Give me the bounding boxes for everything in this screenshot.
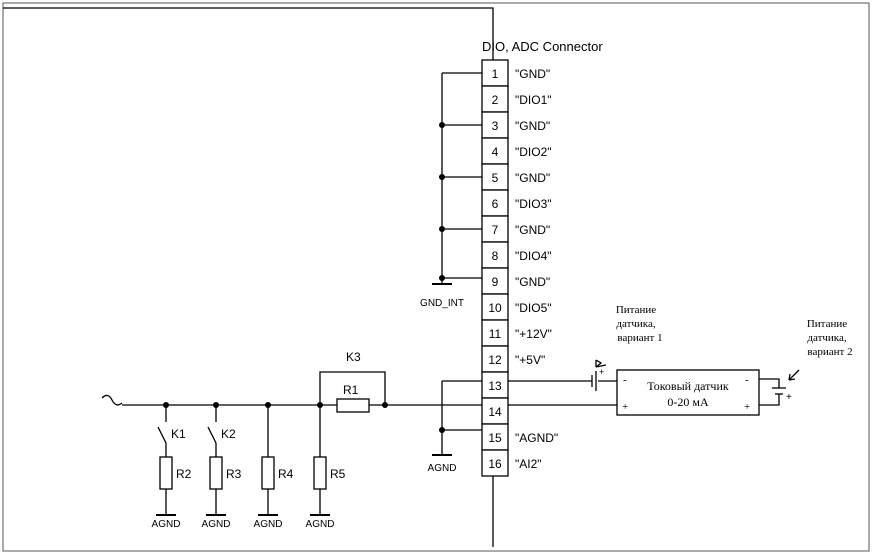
k2-label: K2 <box>221 427 236 441</box>
junction-dot <box>439 122 445 128</box>
pin-box-3 <box>481 111 509 139</box>
pin-number-16: 16 <box>488 457 502 471</box>
gnd-int-bus <box>432 72 482 285</box>
pin-label-6: "DIO3" <box>515 197 552 211</box>
junction-dot <box>439 226 445 232</box>
r1-k3 <box>319 371 386 413</box>
supply1-line3: вариант 1 <box>617 332 662 344</box>
pin-number-3: 3 <box>492 119 499 133</box>
signal-line <box>101 394 482 408</box>
agnd-label-r3: AGND <box>202 519 231 530</box>
pin-label-1: "GND" <box>515 67 550 81</box>
sensor-box <box>616 369 760 416</box>
pin-label-4: "DIO2" <box>515 145 552 159</box>
sensor-plus-left: + <box>622 401 628 413</box>
pin-number-2: 2 <box>492 93 499 107</box>
sensor-minus-right: - <box>745 374 749 386</box>
r2-label: R2 <box>176 467 192 481</box>
board-outline <box>3 7 494 547</box>
agnd-label-r2: AGND <box>152 519 181 530</box>
pin-label-10: "DIO5" <box>515 301 552 315</box>
pin-number-6: 6 <box>492 197 499 211</box>
branch-r5 <box>310 405 330 516</box>
r1-label: R1 <box>343 383 359 397</box>
connector-title: DIO, ADC Connector <box>482 39 603 54</box>
connector: 1 "GND" 2 "DIO1" 3 "GND" 4 "DIO2" 5 "GND… <box>481 59 558 477</box>
k1-label: K1 <box>171 427 186 441</box>
switch-k2 <box>207 426 217 444</box>
pin-box-11 <box>481 319 509 347</box>
pin-label-7: "GND" <box>515 223 550 237</box>
supply1-line1: Питание <box>616 304 656 316</box>
branch-r3 <box>206 405 226 516</box>
supply2-line2: датчика, <box>807 332 846 344</box>
resistor-r5 <box>313 456 327 490</box>
sensor-range: 0-20 мА <box>667 395 709 409</box>
branch-r2 <box>156 405 176 516</box>
branch-r4 <box>258 405 278 516</box>
pin-label-5: "GND" <box>515 171 550 185</box>
junction-dot <box>439 427 445 433</box>
pin-box-14 <box>481 397 509 425</box>
pin-number-15: 15 <box>488 431 502 445</box>
k3-label: K3 <box>346 350 361 364</box>
r3-label: R3 <box>226 467 242 481</box>
k3-loop <box>319 371 386 405</box>
supply-variant-1 <box>508 359 617 391</box>
current-sensor <box>616 369 760 416</box>
pin-number-1: 1 <box>492 67 499 81</box>
pin-number-5: 5 <box>492 171 499 185</box>
junction-dot <box>439 174 445 180</box>
pin-number-4: 4 <box>492 145 499 159</box>
battery1-plus: + <box>599 367 604 377</box>
pin-number-11: 11 <box>489 327 502 341</box>
pin-label-2: "DIO1" <box>515 93 552 107</box>
pin-box-16 <box>481 449 509 477</box>
pin-label-11: "+12V" <box>515 327 552 341</box>
supply2-line1: Питание <box>807 318 847 330</box>
pin-number-14: 14 <box>488 405 502 419</box>
pin-number-7: 7 <box>492 223 499 237</box>
pin-box-8 <box>481 241 509 269</box>
r4-label: R4 <box>278 467 294 481</box>
resistor-r3 <box>209 456 223 490</box>
agnd-bus <box>432 380 482 456</box>
pin-number-10: 10 <box>488 301 502 315</box>
pin-box-6 <box>481 189 509 217</box>
agnd-label-connector: AGND <box>428 463 457 474</box>
pin-label-8: "DIO4" <box>515 249 552 263</box>
agnd-label-r4: AGND <box>254 519 283 530</box>
r5-label: R5 <box>330 467 346 481</box>
sensor-name: Токовый датчик <box>647 379 729 393</box>
pin-label-9: "GND" <box>515 275 550 289</box>
battery2-plus: + <box>786 392 792 403</box>
pin-number-9: 9 <box>492 275 499 289</box>
arrow-pointer <box>788 369 800 381</box>
gnd-int-label: GND_INT <box>420 298 464 309</box>
pin-label-16: "AI2" <box>515 457 542 471</box>
pin-number-13: 13 <box>488 379 502 393</box>
pin-number-8: 8 <box>492 249 499 263</box>
pin-box-12 <box>481 345 509 373</box>
supply2-line3: вариант 2 <box>807 346 852 358</box>
sensor-minus-left: - <box>623 374 627 386</box>
switch-k1 <box>157 426 167 444</box>
arrow-pointer <box>595 359 607 368</box>
pin-label-15: "AGND" <box>515 431 558 445</box>
break-symbol <box>101 394 123 406</box>
resistor-r2 <box>159 456 173 490</box>
supply-variant-2 <box>759 369 800 406</box>
resistor-r4 <box>261 456 275 490</box>
pin-label-3: "GND" <box>515 119 550 133</box>
pin-box-9 <box>481 267 509 295</box>
sensor-plus-right: + <box>744 401 750 413</box>
resistor-r1 <box>336 398 370 413</box>
agnd-label-r5: AGND <box>306 519 335 530</box>
pin-number-12: 12 <box>488 353 502 367</box>
pin-label-12: "+5V" <box>515 353 545 367</box>
pin-box-4 <box>481 137 509 165</box>
supply1-line2: датчика, <box>616 318 655 330</box>
